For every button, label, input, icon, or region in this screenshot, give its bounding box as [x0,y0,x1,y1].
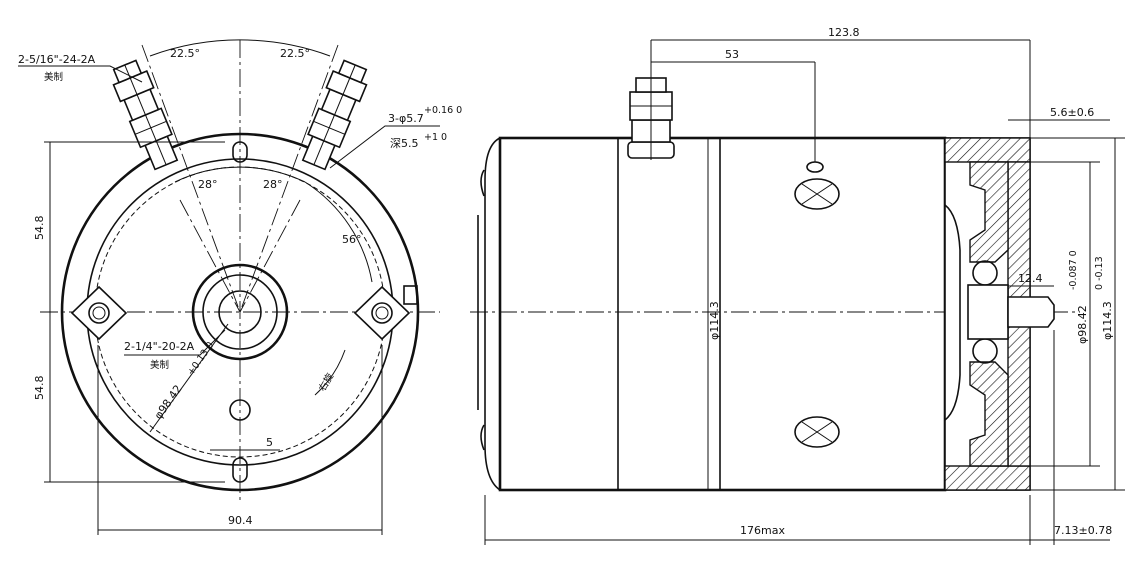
dim-pilot-label: φ98.42 [1076,305,1089,344]
left-cap-bump-bottom [480,424,485,451]
flange-bottom-hatch [944,465,1031,491]
top-small-hole [806,161,824,173]
side-terminal [627,40,675,160]
dim-123-8-label: 123.8 [828,26,860,39]
hub-outer [191,263,289,361]
motor-body [498,136,947,492]
bottom-slot [232,457,248,483]
left-cap-bump-top [480,169,485,197]
angle-right-inner-label: 28° [263,178,283,191]
dim-53-label: 53 [725,48,739,61]
shaft-body [967,284,1009,340]
angle-left-top-label: 22.5° [170,47,200,60]
dim-flange-dia-label: φ114.3 [1101,301,1114,340]
angle-right-top-label: 22.5° [280,47,310,60]
right-terminal [301,59,368,171]
right-terminal-axis [239,44,339,313]
dim-flange-label: 5.6±0.6 [1050,106,1094,119]
left-mount-stud [70,285,128,341]
dim-pilot-tol: -0.087 0 [1068,250,1079,290]
side-view: 123.8 53 5.6±0.6 φ114.3 12.4 φ98.42 -0.0… [470,26,1125,545]
left-end-cap [484,137,501,491]
hole-depth-tol: +1 0 [424,132,447,143]
bearing-housing-bottom [969,361,1009,467]
mount-thread-label: 2-1/4"-20-2A [124,340,195,353]
bearing-housing-top [969,161,1009,263]
dim-length-label: 176max [740,524,785,537]
terminal-spec-note: 美制 [44,71,63,83]
width-label: 90.4 [228,514,253,527]
front-view: 2-5/16"-24-2A 美制 22.5° 22.5° 28° 28° 56°… [18,39,462,535]
angle-56-label: 56° [342,233,362,246]
left-terminal-axis [141,44,241,313]
hole-depth-label: 深5.5 [390,137,419,150]
left-inner-axis [179,199,241,313]
inner-bell [944,204,961,421]
top-slot [232,141,248,163]
right-inner-axis [239,199,301,313]
angle-56-arc [304,181,373,283]
slot-label: 5 [266,436,273,449]
mount-thread-leader [124,329,226,356]
terminal-spec-leader [18,65,143,83]
flange-top-hatch [944,137,1031,163]
hole-spec-label: 3-φ5.7 [388,112,424,125]
top-angle-arc [149,39,331,57]
left-terminal [112,59,179,171]
side-tab [403,285,418,305]
dim-offset-label: 7.13±0.78 [1054,524,1112,537]
dim-shaft-label: 12.4 [1018,272,1043,285]
dim-flange-dia-tol: 0 -0.13 [1094,256,1105,290]
hole-spec-leader [329,125,440,169]
pcd-leader [149,323,229,433]
pcd-label: φ98.42 [152,383,185,422]
rotation-arc [314,349,346,396]
inner-angle-arc [174,166,306,183]
hole-spec-tol: +0.16 0 [424,105,462,116]
bottom-vent [794,416,840,448]
upper-height-label: 54.8 [33,216,46,241]
terminal-spec-label: 2-5/16"-24-2A [18,53,96,66]
angle-left-inner-label: 28° [198,178,218,191]
housing-outer-circle [60,132,420,492]
dim-body-dia-label: φ114.3 [708,301,721,340]
top-vent [794,178,840,210]
lower-height-label: 54.8 [33,376,46,401]
lower-hole [229,399,251,421]
shaft-tip [1007,296,1055,328]
shaft-circle [218,290,262,334]
mount-thread-note: 美制 [150,359,169,371]
right-mount-stud [353,285,411,341]
hub-ring [202,274,278,350]
